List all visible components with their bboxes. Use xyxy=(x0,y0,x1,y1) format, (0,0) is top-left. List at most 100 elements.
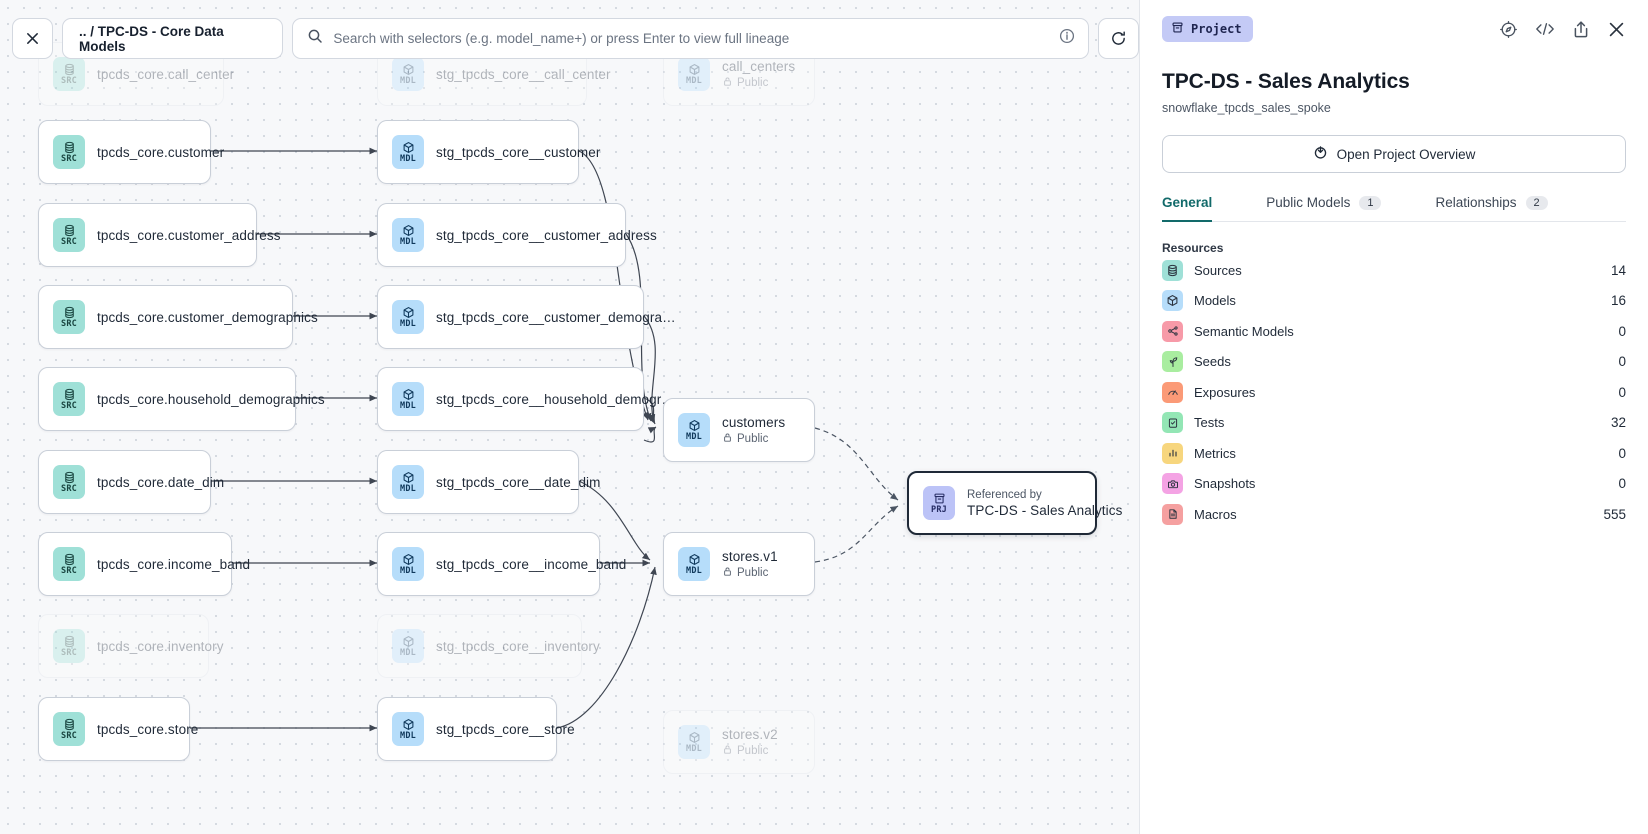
node-text-group: tpcds_core.income_band xyxy=(97,557,250,572)
resource-row-tests[interactable]: Tests32 xyxy=(1162,408,1626,439)
lineage-node-src_customer[interactable]: SRCtpcds_core.customer xyxy=(38,120,211,184)
search-input[interactable] xyxy=(333,31,1049,46)
node-visibility: Public xyxy=(722,744,778,758)
code-icon[interactable] xyxy=(1535,20,1555,38)
cube-icon: MDL xyxy=(392,547,424,581)
lineage-node-pub_stores_v1[interactable]: MDLstores.v1Public xyxy=(663,532,815,596)
resource-row-macros[interactable]: Macros 555 xyxy=(1162,499,1626,530)
lineage-node-mdl_hh_demo[interactable]: MDLstg_tpcds_core__household_demogr… xyxy=(377,367,644,431)
database-icon: SRC xyxy=(53,218,85,252)
chip-label: Project xyxy=(1191,22,1242,36)
lineage-node-mdl_date_dim[interactable]: MDLstg_tpcds_core__date_dim xyxy=(377,450,579,514)
search-bar[interactable] xyxy=(292,18,1089,59)
info-icon[interactable] xyxy=(1059,28,1075,49)
node-label: tpcds_core.customer_demographics xyxy=(97,310,318,325)
node-label: TPC-DS - Sales Analytics xyxy=(967,503,1122,518)
node-text-group: tpcds_core.customer_demographics xyxy=(97,310,318,325)
node-label: tpcds_core.customer_address xyxy=(97,228,281,243)
lineage-node-pub_stores_v2[interactable]: MDL stores.v2Public xyxy=(663,710,815,774)
lineage-node-src_date_dim[interactable]: SRCtpcds_core.date_dim xyxy=(38,450,211,514)
resource-row-exposures[interactable]: Exposures0 xyxy=(1162,377,1626,408)
open-project-overview-button[interactable]: Open Project Overview xyxy=(1162,135,1626,173)
lineage-node-pub_customers[interactable]: MDLcustomersPublic xyxy=(663,398,815,462)
cube-icon: MDL xyxy=(392,712,424,746)
resource-label: Sources xyxy=(1194,263,1600,278)
resource-count: 14 xyxy=(1611,263,1626,278)
database-icon: SRC xyxy=(53,382,85,416)
close-lineage-button[interactable] xyxy=(12,18,53,59)
node-label: stg_tpcds_core__inventory xyxy=(436,639,600,654)
cube-icon: MDL xyxy=(392,218,424,252)
node-text-group: tpcds_core.customer xyxy=(97,145,224,160)
resource-row-seeds[interactable]: Seeds0 xyxy=(1162,347,1626,378)
breadcrumb[interactable]: .. / TPC-DS - Core Data Models xyxy=(62,18,283,59)
node-label: tpcds_core.household_demographics xyxy=(97,392,325,407)
node-text-group: Referenced byTPC-DS - Sales Analytics xyxy=(967,489,1122,518)
compass-icon[interactable] xyxy=(1499,20,1518,39)
lineage-node-src_inventory[interactable]: SRCtpcds_core.inventory xyxy=(38,614,209,678)
share-icon[interactable] xyxy=(1572,20,1590,39)
gauge-icon xyxy=(1162,382,1183,403)
tab-general[interactable]: General xyxy=(1162,195,1212,222)
close-icon[interactable] xyxy=(1607,20,1626,39)
details-panel: Project xyxy=(1139,0,1648,834)
resource-row-sources[interactable]: Sources 14 xyxy=(1162,255,1626,286)
lineage-node-src_cust_demo[interactable]: SRCtpcds_core.customer_demographics xyxy=(38,285,293,349)
cube-icon xyxy=(1162,290,1183,311)
tab-label: Relationships xyxy=(1435,195,1516,210)
resource-label: Semantic Models xyxy=(1194,324,1607,339)
tab-public-models[interactable]: Public Models1 xyxy=(1266,195,1381,222)
lock-icon xyxy=(722,76,733,90)
document-icon xyxy=(1162,504,1183,525)
camera-icon xyxy=(1162,473,1183,494)
lineage-canvas[interactable]: SRCtpcds_core.call_centerSRCtpcds_core.c… xyxy=(0,0,1139,834)
node-text-group: stores.v1Public xyxy=(722,549,778,580)
node-label: stg_tpcds_core__customer xyxy=(436,145,601,160)
resource-label: Macros xyxy=(1194,507,1592,522)
bar-chart-icon xyxy=(1162,443,1183,464)
lineage-node-mdl_cust_demo[interactable]: MDLstg_tpcds_core__customer_demogra… xyxy=(377,285,644,349)
resource-row-metrics[interactable]: Metrics0 xyxy=(1162,438,1626,469)
project-icon: PRJ xyxy=(923,486,955,520)
tab-relationships[interactable]: Relationships2 xyxy=(1435,195,1547,222)
lineage-node-src_cust_addr[interactable]: SRCtpcds_core.customer_address xyxy=(38,203,257,267)
database-icon: SRC xyxy=(53,629,85,663)
cube-icon: MDL xyxy=(678,725,710,759)
node-text-group: stores.v2Public xyxy=(722,727,778,758)
lineage-node-mdl_income_band[interactable]: MDLstg_tpcds_core__income_band xyxy=(377,532,600,596)
node-text-group: tpcds_core.inventory xyxy=(97,639,224,654)
graph-icon xyxy=(1162,321,1183,342)
node-visibility: Public xyxy=(722,76,795,90)
database-icon: SRC xyxy=(53,135,85,169)
details-panel-header: Project xyxy=(1162,14,1626,44)
node-text-group: stg_tpcds_core__customer xyxy=(436,145,601,160)
lineage-node-mdl_inventory[interactable]: MDLstg_tpcds_core__inventory xyxy=(377,614,582,678)
node-label: customers xyxy=(722,415,785,430)
resource-row-snapshots[interactable]: Snapshots0 xyxy=(1162,469,1626,500)
node-label: stg_tpcds_core__date_dim xyxy=(436,475,601,490)
lineage-node-src_income_band[interactable]: SRCtpcds_core.income_band xyxy=(38,532,232,596)
node-label: stg_tpcds_core__store xyxy=(436,722,575,737)
node-label: stores.v1 xyxy=(722,549,778,564)
node-text-group: tpcds_core.date_dim xyxy=(97,475,224,490)
lineage-node-mdl_cust_addr[interactable]: MDLstg_tpcds_core__customer_address xyxy=(377,203,626,267)
lineage-node-mdl_customer[interactable]: MDLstg_tpcds_core__customer xyxy=(377,120,579,184)
project-icon xyxy=(1171,21,1184,37)
node-text-group: tpcds_core.customer_address xyxy=(97,228,281,243)
cube-icon: MDL xyxy=(678,57,710,91)
node-text-group: stg_tpcds_core__income_band xyxy=(436,557,626,572)
resource-label: Seeds xyxy=(1194,354,1607,369)
lineage-node-prj_ref[interactable]: PRJReferenced byTPC-DS - Sales Analytics xyxy=(907,471,1097,535)
refresh-button[interactable] xyxy=(1098,18,1139,59)
lineage-node-src_store[interactable]: SRCtpcds_core.store xyxy=(38,697,190,761)
resource-count: 555 xyxy=(1603,507,1626,522)
cube-icon: MDL xyxy=(392,300,424,334)
node-text-group: tpcds_core.call_center xyxy=(97,67,234,82)
resource-row-semantic-models[interactable]: Semantic Models0 xyxy=(1162,316,1626,347)
lineage-node-mdl_store[interactable]: MDLstg_tpcds_core__store xyxy=(377,697,557,761)
resource-row-models[interactable]: Models16 xyxy=(1162,286,1626,317)
database-icon: SRC xyxy=(53,547,85,581)
node-label: tpcds_core.call_center xyxy=(97,67,234,82)
overview-button-label: Open Project Overview xyxy=(1337,147,1476,162)
lineage-node-src_hh_demo[interactable]: SRCtpcds_core.household_demographics xyxy=(38,367,296,431)
